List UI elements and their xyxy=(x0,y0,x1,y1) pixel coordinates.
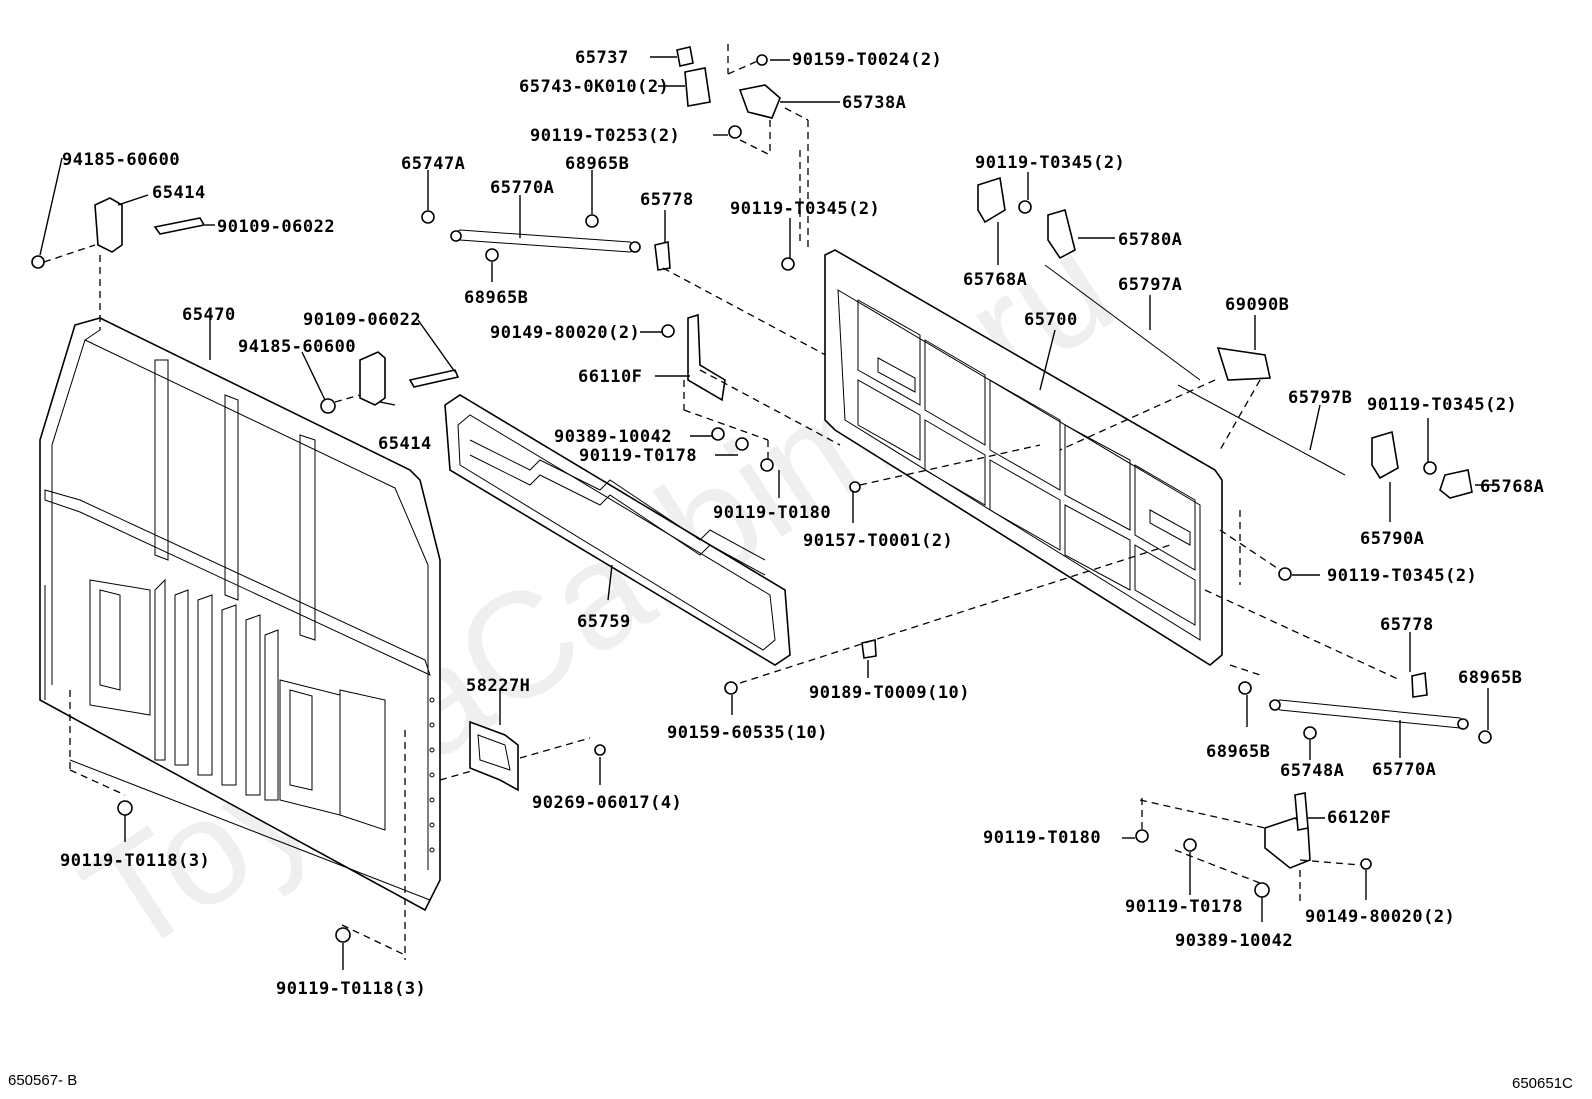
label-90119-T0180-a: 90119-T0180 xyxy=(713,503,831,523)
label-90149-80020-a: 90149-80020(2) xyxy=(490,323,640,343)
label-65759: 65759 xyxy=(577,612,631,632)
label-65700: 65700 xyxy=(1024,310,1078,330)
tailgate-65700 xyxy=(824,249,1223,666)
label-90119-T0118-b: 90119-T0118(3) xyxy=(276,979,426,999)
label-65768A-b: 65768A xyxy=(1480,477,1544,497)
label-65414-b: 65414 xyxy=(378,434,432,454)
part-labels: 65737 65743-0K010(2) 90159-T0024(2) 6573… xyxy=(60,48,1544,999)
label-68965B-c: 68965B xyxy=(1458,668,1522,688)
label-90119-T0253: 90119-T0253(2) xyxy=(530,126,680,146)
label-66120F: 66120F xyxy=(1327,808,1391,828)
label-65780A: 65780A xyxy=(1118,230,1182,250)
label-90119-T0345-a: 90119-T0345(2) xyxy=(730,199,880,219)
label-90119-T0180-b: 90119-T0180 xyxy=(983,828,1101,848)
leader-lines xyxy=(39,56,1495,970)
label-66110F: 66110F xyxy=(578,367,642,387)
label-90109-06022-b: 90109-06022 xyxy=(303,310,421,330)
hinge-hardware xyxy=(676,44,809,250)
bracket-66110F xyxy=(661,313,841,472)
label-90119-T0345-b: 90119-T0345(2) xyxy=(975,153,1125,173)
label-65797A: 65797A xyxy=(1118,275,1182,295)
label-65748A: 65748A xyxy=(1280,761,1344,781)
screw-90269 xyxy=(594,744,606,756)
label-90119-T0118-a: 90119-T0118(3) xyxy=(60,851,210,871)
label-65770A-a: 65770A xyxy=(490,178,554,198)
bracket-58227H xyxy=(469,720,519,792)
label-90119-T0178-a: 90119-T0178 xyxy=(579,446,697,466)
label-65778-b: 65778 xyxy=(1380,615,1434,635)
gasket-65759 xyxy=(444,394,791,666)
bracket-65414-left xyxy=(31,197,206,330)
label-90119-T0345-c: 90119-T0345(2) xyxy=(1367,395,1517,415)
label-90159-T0024: 90159-T0024(2) xyxy=(792,50,942,70)
diagram-code-left: 650567- B xyxy=(8,1072,77,1089)
label-90119-T0345-d: 90119-T0345(2) xyxy=(1327,566,1477,586)
label-90269-06017: 90269-06017(4) xyxy=(532,793,682,813)
label-90189-T0009: 90189-T0009(10) xyxy=(809,683,970,703)
label-68965B-d: 68965B xyxy=(1206,742,1270,762)
label-65770A-b: 65770A xyxy=(1372,760,1436,780)
label-90119-T0178-b: 90119-T0178 xyxy=(1125,897,1243,917)
label-65738A: 65738A xyxy=(842,93,906,113)
label-65737: 65737 xyxy=(575,48,629,68)
label-65747A: 65747A xyxy=(401,154,465,174)
latch-hardware xyxy=(781,176,1473,698)
label-94185-60600-a: 94185-60600 xyxy=(62,150,180,170)
bolt-90119-T0118-b xyxy=(335,927,351,943)
lower-hardware xyxy=(724,544,1492,905)
bolt-90119-T0118-a xyxy=(117,800,133,816)
label-65778-a: 65778 xyxy=(640,190,694,210)
label-65790A: 65790A xyxy=(1360,529,1424,549)
label-68965B-a: 68965B xyxy=(565,154,629,174)
label-90389-10042-b: 90389-10042 xyxy=(1175,931,1293,951)
label-68965B-b: 68965B xyxy=(464,288,528,308)
label-90389-10042-a: 90389-10042 xyxy=(554,427,672,447)
label-69090B: 69090B xyxy=(1225,295,1289,315)
label-65797B: 65797B xyxy=(1288,388,1352,408)
cab-back-panel xyxy=(39,317,441,912)
label-90157-T0001: 90157-T0001(2) xyxy=(803,531,953,551)
label-94185-60600-b: 94185-60600 xyxy=(238,337,356,357)
cable-65770A-upper xyxy=(421,210,836,361)
label-90109-06022-a: 90109-06022 xyxy=(217,217,335,237)
diagram-code-right: 650651C xyxy=(1512,1075,1573,1092)
bracket-65414-right xyxy=(320,351,460,414)
label-58227H: 58227H xyxy=(466,676,530,696)
label-90159-60535: 90159-60535(10) xyxy=(667,723,828,743)
label-65470: 65470 xyxy=(182,305,236,325)
label-65768A-a: 65768A xyxy=(963,270,1027,290)
label-90149-80020-b: 90149-80020(2) xyxy=(1305,907,1455,927)
label-65743-0K010: 65743-0K010(2) xyxy=(519,77,669,97)
label-65414-a: 65414 xyxy=(152,183,206,203)
